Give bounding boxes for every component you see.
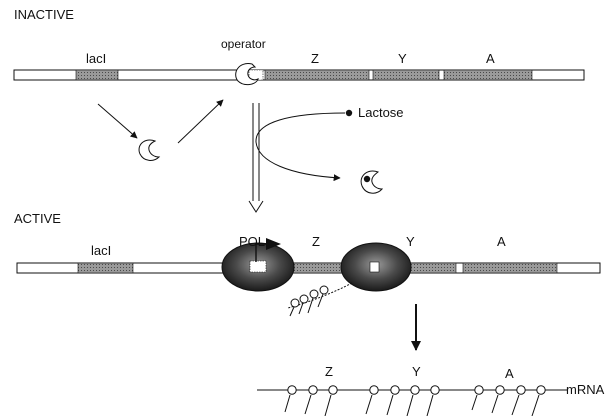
repressor-to-operator-arrow: [177, 99, 224, 144]
z-label-mrna: Z: [325, 364, 333, 379]
y-label-mrna: Y: [412, 364, 421, 379]
bound-repressor-icon: [235, 63, 259, 86]
z-gene-top: [264, 69, 370, 81]
active-dna-strand: [16, 262, 601, 274]
inactive-dna-strand: [13, 69, 585, 81]
a-gene-mid: [462, 262, 558, 274]
mrna-label: mRNA: [566, 382, 605, 397]
laci-gene-top: [75, 69, 119, 81]
operator-label: operator: [221, 37, 266, 51]
nascent-polysome: [287, 282, 353, 317]
free-repressor-icon: [138, 139, 161, 161]
pol2-window: [369, 261, 380, 273]
induction-down-arrow: [248, 103, 264, 213]
transcription-start-arrowhead: [266, 238, 281, 250]
z-label-top: Z: [311, 51, 319, 66]
y-label-mid: Y: [406, 234, 415, 249]
transcription-start-arrow: [255, 243, 266, 262]
a-gene-top: [443, 69, 533, 81]
lactose-binding-arrow: [255, 112, 346, 182]
active-heading: ACTIVE: [14, 211, 61, 226]
pol-label: POL: [239, 234, 266, 249]
mrna-polysome: [257, 385, 568, 416]
a-label-mid: A: [497, 234, 506, 249]
repressor-lactose-dot: [363, 175, 371, 183]
laci-label-bottom: lacI: [91, 243, 112, 258]
laci-label-top: lacI: [86, 51, 107, 66]
laci-gene-bottom: [77, 262, 134, 274]
z-label-mid: Z: [312, 234, 320, 249]
a-label-top: A: [486, 51, 495, 66]
y-gene-top: [372, 69, 440, 81]
pol-operator-window: [249, 260, 267, 273]
inactive-repressor-icon: [360, 170, 384, 194]
inactive-heading: INACTIVE: [14, 7, 74, 22]
lactose-dot-icon: [345, 109, 353, 117]
a-label-mrna: A: [505, 366, 514, 381]
y-label-top: Y: [398, 51, 407, 66]
laci-to-repressor-arrow: [97, 103, 138, 139]
lactose-label: Lactose: [358, 105, 404, 120]
